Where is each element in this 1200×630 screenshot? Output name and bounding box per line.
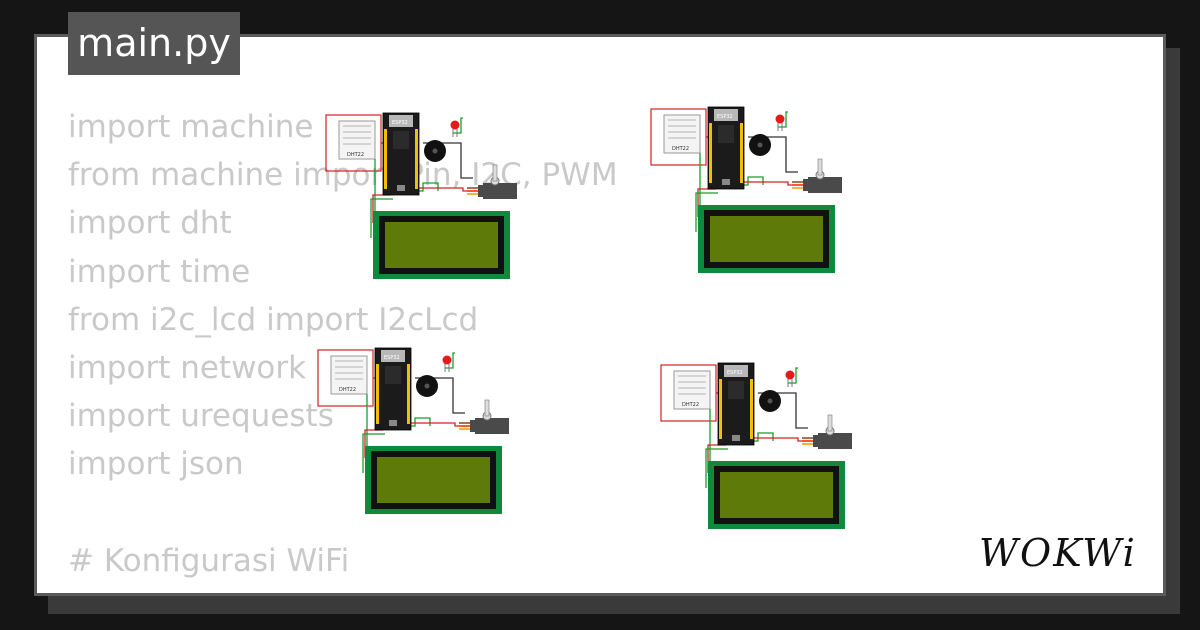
code-line: from i2c_lcd import I2cLcd: [68, 301, 479, 338]
code-line: # Konfigurasi WiFi: [68, 542, 350, 579]
code-line: import json: [68, 446, 244, 483]
code-line: import network: [68, 349, 307, 386]
code-line: WIFI_SSID = "Wokwi-GUEST": [68, 585, 618, 593]
wokwi-logo: WOKWi: [979, 531, 1137, 575]
svg-text:WOKWi: WOKWi: [979, 531, 1137, 575]
code-line: import dht: [68, 205, 232, 242]
circuit-diagrams: DHT22 ESP32: [317, 106, 853, 530]
code-line: import time: [68, 253, 251, 290]
file-tab-main-py[interactable]: main.py: [68, 12, 240, 75]
code-line: import machine: [68, 109, 314, 145]
code-line: import urequests: [68, 398, 334, 435]
